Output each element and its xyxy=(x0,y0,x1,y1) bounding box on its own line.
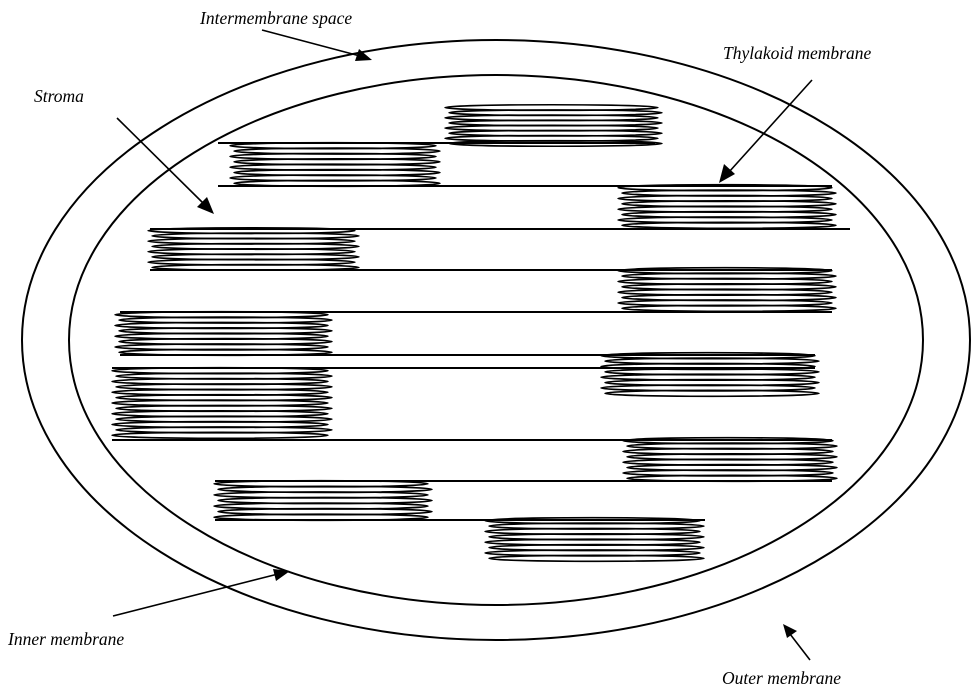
label-thylakoid-membrane: Thylakoid membrane xyxy=(723,43,871,63)
granum-stack xyxy=(485,518,704,562)
granum-stack xyxy=(214,481,432,521)
granum-stack xyxy=(618,185,836,229)
granum-stack xyxy=(618,268,836,312)
intermembrane-space-arrow xyxy=(262,30,372,61)
granum-stack xyxy=(112,368,332,439)
thylakoid-membrane-arrow xyxy=(719,80,812,183)
label-stroma: Stroma xyxy=(34,86,84,106)
granum-stack xyxy=(115,312,332,356)
outer-membrane-arrow xyxy=(783,624,810,660)
granum-stack xyxy=(601,353,819,397)
label-inner-membrane: Inner membrane xyxy=(7,629,124,649)
label-outer-membrane: Outer membrane xyxy=(722,668,841,688)
granum-stack xyxy=(445,105,662,147)
label-intermembrane-space: Intermembrane space xyxy=(199,8,352,28)
stroma-lamellae xyxy=(112,143,850,520)
stroma-arrow xyxy=(117,118,214,214)
granum-stack xyxy=(230,143,440,187)
granum-stack xyxy=(148,228,359,271)
granum-stack xyxy=(623,438,837,482)
